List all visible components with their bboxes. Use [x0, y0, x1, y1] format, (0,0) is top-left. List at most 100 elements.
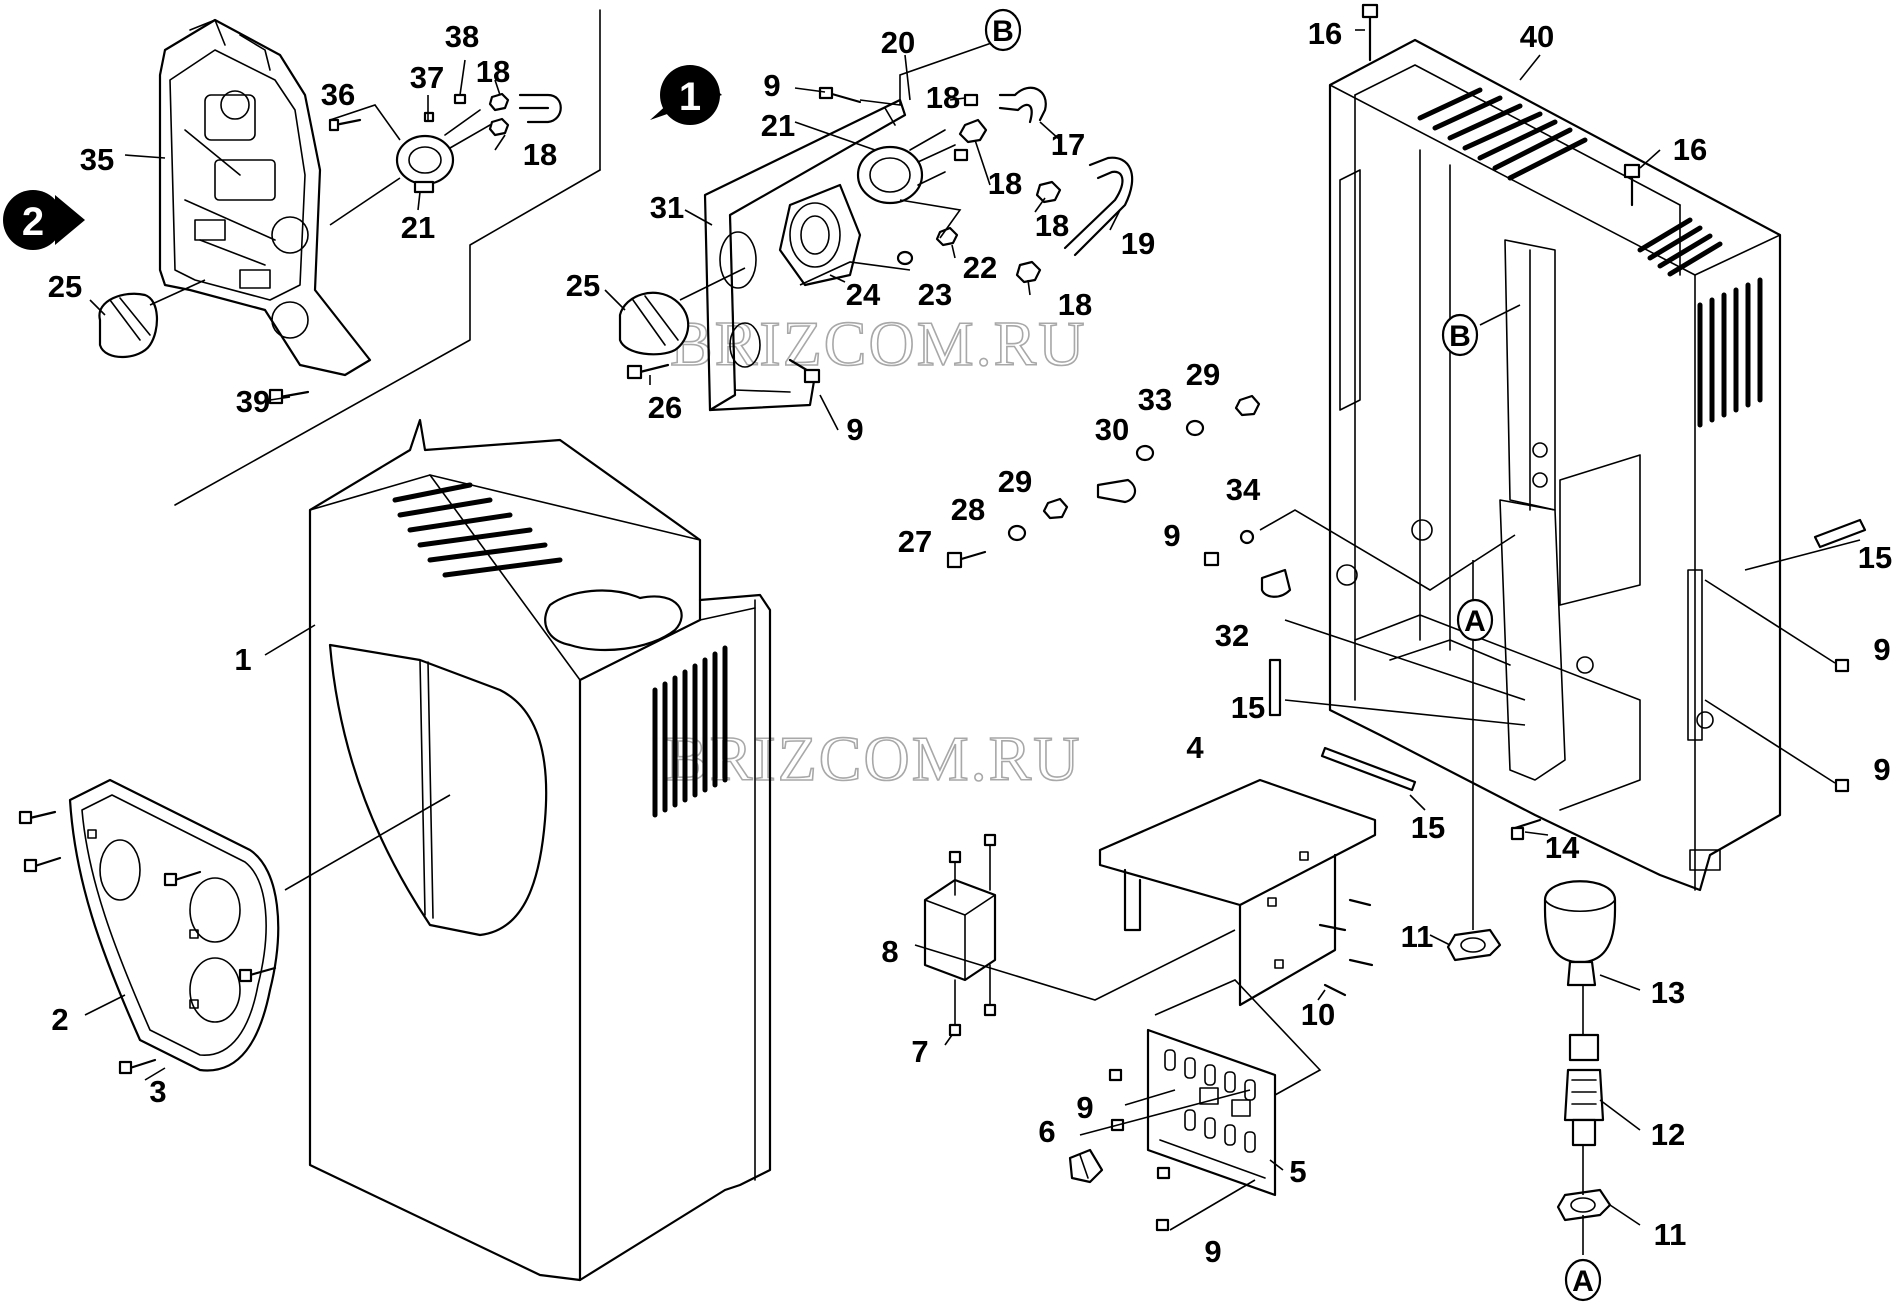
svg-text:A: A — [1464, 605, 1486, 638]
terminal-board — [1146, 1028, 1277, 1197]
frame-screws-16 — [1361, 3, 1641, 207]
callout-9-mid: 9 — [1163, 518, 1180, 553]
callout-5: 5 — [1289, 1154, 1306, 1189]
callout-35: 35 — [80, 142, 114, 177]
pressure-switch-24 — [778, 183, 862, 287]
step-marker-2-label: 2 — [22, 200, 44, 244]
callout-29-upper: 29 — [1186, 357, 1220, 392]
callout-2: 2 — [51, 1002, 68, 1037]
step-marker-1-label: 1 — [679, 75, 701, 119]
watermark-middle: BRIZCOM.RU — [665, 723, 1082, 794]
screw-14 — [1513, 818, 1542, 830]
control-panel-inset — [158, 18, 372, 377]
screw-26 — [626, 363, 670, 380]
callout-6: 6 — [1038, 1114, 1055, 1149]
connector-marker-b-top: B — [984, 8, 1022, 52]
connector-marker-a-frame: A — [1456, 598, 1494, 642]
connector-block — [1068, 1148, 1104, 1184]
rear-frame — [1328, 38, 1782, 892]
callout-labels: 1 2 3 4 5 6 7 8 9 9 9 9 9 9 9 10 11 11 1… — [48, 16, 1892, 1269]
callout-14: 14 — [1545, 830, 1580, 865]
callout-9-top: 9 — [763, 68, 780, 103]
callout-37: 37 — [410, 60, 444, 95]
leader-lines — [84, 29, 1861, 1255]
callout-31: 31 — [650, 190, 684, 225]
callout-9-pcb-upper: 9 — [1076, 1090, 1093, 1125]
callout-9-bracket: 9 — [846, 412, 863, 447]
callout-8: 8 — [881, 934, 898, 969]
callout-24: 24 — [846, 277, 881, 312]
connector-marker-a-bottom: A — [1564, 1258, 1602, 1302]
base-screws — [1318, 898, 1374, 997]
pins-15 — [1268, 518, 1867, 792]
knob — [618, 291, 690, 356]
callout-15-right: 15 — [1858, 540, 1892, 575]
hardware-group — [946, 394, 1292, 598]
callout-18-mid: 18 — [988, 166, 1022, 201]
callout-22: 22 — [963, 250, 997, 285]
callout-18-inset-top: 18 — [476, 54, 510, 89]
expansion-vessel — [1543, 880, 1617, 987]
callout-18-top: 18 — [926, 80, 960, 115]
callout-25: 25 — [566, 268, 600, 303]
callout-32: 32 — [1215, 618, 1249, 653]
callout-20: 20 — [881, 25, 915, 60]
callout-10: 10 — [1301, 997, 1335, 1032]
callout-26: 26 — [648, 390, 682, 425]
base-plate — [1098, 778, 1377, 1007]
callout-17: 17 — [1051, 127, 1085, 162]
callout-1: 1 — [234, 642, 251, 677]
callout-15-mid: 15 — [1231, 690, 1265, 725]
step-marker-1: 1 — [650, 65, 722, 125]
callout-16-right: 16 — [1673, 132, 1707, 167]
callout-4: 4 — [1186, 730, 1204, 765]
inset-separator-lines — [174, 9, 601, 506]
callout-11-upper: 11 — [1401, 919, 1434, 954]
callout-33: 33 — [1138, 382, 1172, 417]
callout-7: 7 — [911, 1034, 928, 1069]
callout-18-lower: 18 — [1035, 208, 1069, 243]
front-casing — [308, 418, 772, 1282]
relay-module — [923, 833, 997, 1037]
callout-28: 28 — [951, 492, 985, 527]
callout-18-bottom: 18 — [1058, 287, 1092, 322]
callout-18-inset-bottom: 18 — [523, 137, 557, 172]
callout-23: 23 — [918, 277, 952, 312]
pressure-switch-21 — [856, 129, 956, 205]
watermark-top: BRIZCOM.RU — [670, 308, 1087, 379]
knob-inset — [98, 292, 158, 359]
callout-21-inset: 21 — [401, 210, 435, 245]
callout-36: 36 — [321, 77, 355, 112]
silicone-hoses — [953, 86, 1134, 284]
callout-19: 19 — [1121, 226, 1155, 261]
bezel-screws — [18, 810, 277, 1075]
callout-30: 30 — [1095, 412, 1129, 447]
board-screws — [1108, 1068, 1171, 1232]
callout-9-pcb-lower: 9 — [1204, 1234, 1221, 1269]
callout-34: 34 — [1226, 472, 1261, 507]
frame-screws-9 — [1510, 658, 1850, 841]
step-marker-2: 2 — [3, 190, 85, 250]
vessel-fittings — [1446, 928, 1612, 1222]
small-nuts — [818, 86, 979, 266]
pressure-switch-inset — [395, 109, 491, 194]
callout-16-top: 16 — [1308, 16, 1342, 51]
front-bezel — [68, 778, 280, 1072]
connector-marker-b-frame: B — [1441, 313, 1479, 357]
hose-inset — [328, 92, 562, 137]
callout-11-lower: 11 — [1654, 1217, 1687, 1252]
callout-38: 38 — [445, 19, 479, 54]
callout-21: 21 — [761, 108, 795, 143]
callout-27: 27 — [898, 524, 932, 559]
svg-text:B: B — [1449, 320, 1471, 353]
svg-text:B: B — [992, 15, 1014, 48]
callout-3: 3 — [149, 1074, 166, 1109]
callout-29-lower: 29 — [998, 464, 1032, 499]
callout-15-lower: 15 — [1411, 810, 1445, 845]
callout-25-inset: 25 — [48, 269, 82, 304]
svg-text:A: A — [1572, 1265, 1594, 1298]
callout-13: 13 — [1651, 975, 1685, 1010]
callout-12: 12 — [1651, 1117, 1685, 1152]
callout-40: 40 — [1520, 19, 1554, 54]
